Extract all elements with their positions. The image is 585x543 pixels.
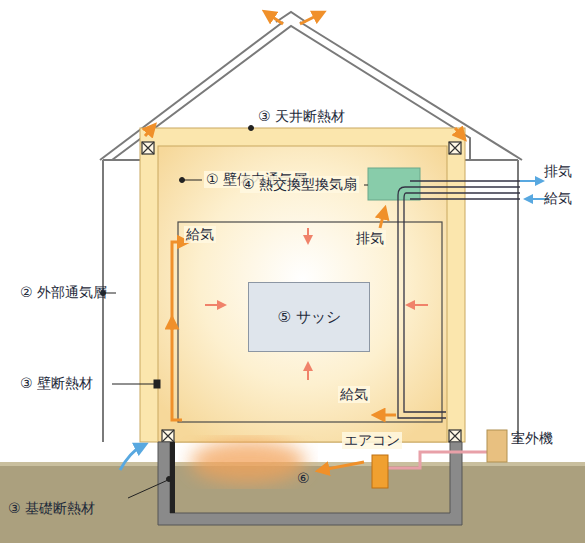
- airflow-label: 給気: [338, 386, 370, 403]
- airflow-label: 給気: [544, 190, 572, 207]
- airflow-label: 給気: [184, 226, 216, 243]
- callout-label: ③ 天井断熱材: [258, 108, 345, 125]
- airflow-label: 排気: [544, 163, 572, 180]
- callout-label: ③ 壁断熱材: [20, 375, 93, 392]
- sash-window: ⑤ サッシ: [248, 282, 370, 352]
- sash-label: ⑤ サッシ: [277, 308, 340, 327]
- airflow-label: 排気: [354, 230, 386, 247]
- callout-label: ④ 熱交換型換気扇: [240, 176, 359, 193]
- callout-number: ⑥: [297, 470, 310, 487]
- equipment-label: エアコン: [342, 432, 402, 449]
- callout-label: ② 外部通気層: [20, 284, 107, 301]
- equipment-label: 室外機: [511, 430, 553, 447]
- callout-label: ③ 基礎断熱材: [8, 500, 95, 517]
